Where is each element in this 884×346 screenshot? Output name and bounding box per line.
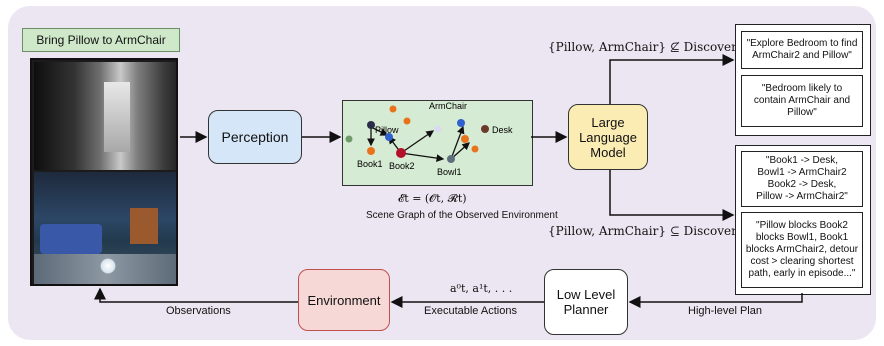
node-orange3 — [389, 105, 397, 113]
label-armchair: ArmChair — [429, 101, 467, 111]
plan-output-panel: "Book1 -> Desk, Bowl1 -> ArmChair2 Book2… — [735, 145, 871, 295]
graph-edge — [400, 152, 445, 162]
condition-discovered: {Pillow, ArmChair} ⊆ Discovered — [548, 224, 752, 238]
edge-label-observations: Observations — [166, 305, 231, 317]
scene-graph-svg: Pillow Book1 Book2 ArmChair Desk Bowl1 — [345, 101, 513, 177]
label-bowl1: Bowl1 — [437, 167, 462, 177]
environment-box: Environment — [298, 269, 390, 331]
graph-edge — [370, 126, 389, 136]
llm-label: Large Language Model — [579, 114, 637, 160]
plan-output-1: "Book1 -> Desk, Bowl1 -> ArmChair2 Book2… — [741, 151, 863, 207]
graph-edge — [450, 142, 470, 160]
depth-image — [34, 62, 176, 170]
node-book2 — [396, 148, 406, 158]
scene-graph-box: Pillow Book1 Book2 ArmChair Desk Bowl1 — [342, 100, 533, 186]
scene-graph-formula: 𝓔t = (𝓞t, 𝓡t) — [398, 192, 467, 205]
llm-box: Large Language Model — [568, 104, 648, 170]
node-pillow-blue — [385, 133, 393, 141]
label-book1: Book1 — [357, 159, 383, 169]
label-desk: Desk — [492, 125, 513, 135]
condition-not-discovered: {Pillow, ArmChair} ⊈ Discovered — [548, 40, 752, 54]
arrow-plan-to-llp — [628, 293, 803, 308]
label-pillow: Pillow — [375, 125, 399, 135]
low-level-planner-label: Low Level Planner — [556, 287, 616, 317]
node-orange2 — [461, 135, 469, 143]
edge-label-executable-actions: Executable Actions — [424, 305, 517, 317]
graph-edge — [400, 130, 435, 154]
edge-label-high-level-plan: High-level Plan — [688, 305, 762, 317]
explore-output-1: "Explore Bedroom to find ArmChair2 and P… — [741, 31, 863, 69]
edge-label-actions-math: a⁰t, a¹t, . . . — [450, 282, 513, 295]
graph-edge — [450, 125, 465, 160]
node-extra — [434, 125, 442, 133]
explore-output-2: "Bedroom likely to contain ArmChair and … — [741, 75, 863, 127]
plan-output-2: "Pillow blocks Book2 blocks Bowl1, Book1… — [741, 212, 863, 288]
rgb-image — [34, 172, 176, 284]
node-orange5 — [471, 145, 479, 153]
arrow-llm-to-explore — [609, 54, 735, 104]
arrow-llm-to-plan — [609, 170, 735, 221]
rgb-bed — [40, 224, 102, 254]
explore-output-panel: "Explore Bedroom to find ArmChair2 and P… — [735, 24, 871, 136]
node-orange4 — [403, 117, 411, 125]
node-pillow — [367, 121, 375, 129]
node-desk — [481, 125, 489, 133]
low-level-planner-box: Low Level Planner — [544, 269, 628, 335]
rgb-cabinet — [130, 208, 158, 244]
scene-graph-caption: Scene Graph of the Observed Environment — [366, 210, 558, 221]
node-bowl1 — [447, 155, 455, 163]
node-green — [345, 135, 353, 143]
label-book2: Book2 — [389, 161, 415, 171]
node-book1 — [367, 147, 375, 155]
arrow-env-to-obs — [94, 287, 298, 303]
rgb-light — [100, 258, 116, 274]
node-armchair — [457, 119, 465, 127]
perception-box: Perception — [208, 110, 302, 164]
observation-frame — [30, 58, 178, 286]
task-instruction: Bring Pillow to ArmChair — [22, 28, 180, 52]
